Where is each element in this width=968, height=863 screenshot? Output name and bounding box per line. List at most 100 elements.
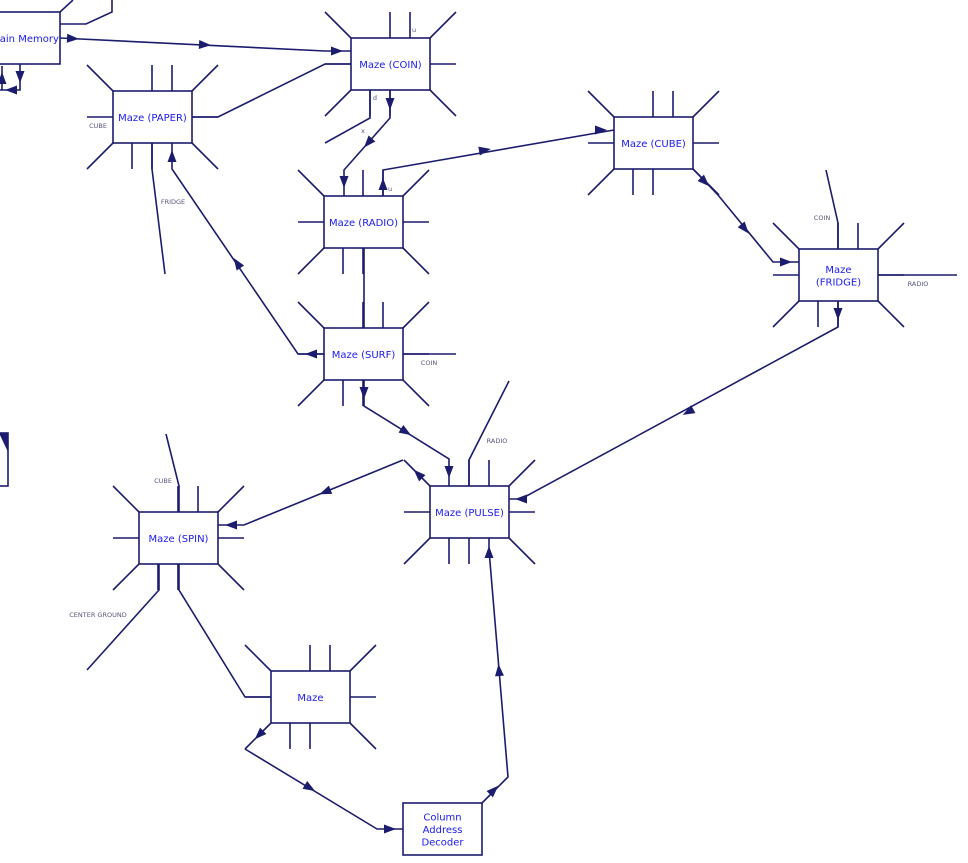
node-box bbox=[323, 195, 404, 249]
edge-label-fridge-radio: RADIO bbox=[908, 280, 929, 288]
pin-stub bbox=[402, 301, 430, 329]
node-box bbox=[323, 327, 404, 381]
pin-stub bbox=[508, 537, 536, 565]
connector-line bbox=[825, 169, 839, 249]
arrow-head-icon bbox=[484, 546, 494, 558]
node-box bbox=[0, 11, 61, 65]
node-label: Maze (PAPER) bbox=[118, 113, 187, 124]
connector-line bbox=[59, 0, 74, 13]
arrow-head-icon bbox=[682, 405, 696, 415]
node-fridge[interactable]: Maze(FRIDGE) bbox=[798, 248, 879, 302]
node-box bbox=[350, 37, 431, 91]
pin-stub bbox=[587, 90, 615, 118]
arrow-head-icon bbox=[494, 664, 504, 677]
node-box bbox=[798, 248, 879, 302]
arrow-head-icon bbox=[444, 466, 454, 478]
arrow-head-icon bbox=[0, 72, 7, 84]
pin-stub bbox=[772, 300, 800, 328]
node-label: Maze bbox=[297, 693, 323, 704]
node-surf[interactable]: Maze (SURF) bbox=[323, 327, 404, 381]
node-pulse[interactable]: Maze (PULSE) bbox=[429, 485, 510, 539]
connector-line bbox=[382, 129, 615, 196]
node-paper[interactable]: Maze (PAPER) bbox=[112, 90, 193, 144]
edge-label-pulse-radio: RADIO bbox=[487, 437, 508, 445]
node-label: Main Memory bbox=[0, 34, 59, 45]
node-label: Maze (CUBE) bbox=[621, 139, 686, 150]
arrow-head-icon bbox=[595, 125, 607, 135]
node-box bbox=[270, 670, 351, 724]
node-box bbox=[138, 511, 219, 565]
connector-line bbox=[468, 380, 510, 486]
node-label: Maze (SURF) bbox=[332, 350, 396, 361]
node-radio[interactable]: Maze (RADIO) bbox=[323, 195, 404, 249]
edge-label-paper-fridge: FRIDGE bbox=[161, 198, 185, 206]
pin-stub bbox=[402, 247, 430, 275]
pin-stub bbox=[297, 379, 325, 407]
pin-stub bbox=[86, 64, 114, 92]
node-label: Maze (SPIN) bbox=[149, 534, 209, 545]
pin-stub bbox=[349, 722, 377, 750]
pin-stub bbox=[429, 11, 457, 39]
edge-label-paper-cube: CUBE bbox=[89, 122, 107, 130]
connector-line bbox=[151, 143, 166, 275]
edge-labels: udxuCUBEFRIDGECOINRADIOCOINRADIOCUBECENT… bbox=[69, 26, 928, 619]
connector-line bbox=[692, 168, 799, 263]
node-label: Maze (PULSE) bbox=[435, 508, 504, 519]
node-maze[interactable]: Maze bbox=[270, 670, 351, 724]
pin-stub bbox=[297, 301, 325, 329]
node-label: Decoder bbox=[421, 838, 464, 849]
pin-stub bbox=[86, 142, 114, 170]
connector-line bbox=[244, 748, 403, 830]
node-spin[interactable]: Maze (SPIN) bbox=[138, 511, 219, 565]
node-box bbox=[0, 432, 9, 487]
node-box bbox=[429, 485, 510, 539]
edge-label-coin-u: u bbox=[412, 26, 416, 34]
node-cube[interactable]: Maze (CUBE) bbox=[613, 116, 694, 170]
edge-label-spin-cube: CUBE bbox=[154, 477, 172, 485]
pin-stub bbox=[877, 300, 905, 328]
connector-line bbox=[509, 301, 839, 500]
pin-stub bbox=[324, 89, 352, 117]
pin-stub bbox=[217, 485, 245, 513]
connector-line bbox=[178, 564, 271, 698]
pin-stub bbox=[587, 168, 615, 196]
node-coin[interactable]: Maze (COIN) bbox=[350, 37, 431, 91]
arrow-head-icon bbox=[486, 785, 499, 798]
pin-stub bbox=[429, 89, 457, 117]
arrow-head-icon bbox=[385, 98, 395, 110]
arrow-head-icon bbox=[359, 387, 369, 399]
pin-stub bbox=[692, 90, 720, 118]
node-partial-left[interactable] bbox=[0, 432, 9, 487]
edge-label-coin-x: x bbox=[361, 127, 365, 135]
node-label: Maze bbox=[825, 265, 851, 276]
arrow-head-icon bbox=[833, 308, 843, 320]
arrow-head-icon bbox=[364, 135, 376, 148]
pin-stub bbox=[402, 169, 430, 197]
pin-stub bbox=[402, 379, 430, 407]
arrow-head-icon bbox=[515, 494, 527, 504]
node-main-memory[interactable]: Main Memory bbox=[0, 11, 61, 65]
arrow-head-icon bbox=[378, 178, 388, 190]
pin-stub bbox=[297, 169, 325, 197]
edge-label-fridge-coin: COIN bbox=[814, 214, 831, 222]
edge-label-radio-u: u bbox=[388, 185, 392, 193]
connector-line bbox=[60, 0, 113, 25]
arrow-head-icon bbox=[478, 146, 491, 156]
node-label: Maze (COIN) bbox=[359, 60, 422, 71]
pin-stub bbox=[772, 222, 800, 250]
node-box bbox=[613, 116, 694, 170]
pin-stub bbox=[403, 537, 431, 565]
arrow-head-icon bbox=[398, 425, 412, 436]
node-label: (FRIDGE) bbox=[816, 277, 861, 288]
pin-stub bbox=[112, 485, 140, 513]
pin-stub bbox=[324, 11, 352, 39]
connector-line bbox=[171, 143, 324, 355]
arrow-head-icon bbox=[167, 150, 177, 162]
pin-stub bbox=[877, 222, 905, 250]
edge-label-surf-coin: COIN bbox=[421, 359, 438, 367]
corner-marker-icon bbox=[0, 433, 8, 452]
connector-line bbox=[481, 538, 509, 804]
node-label: Maze (RADIO) bbox=[329, 218, 398, 229]
